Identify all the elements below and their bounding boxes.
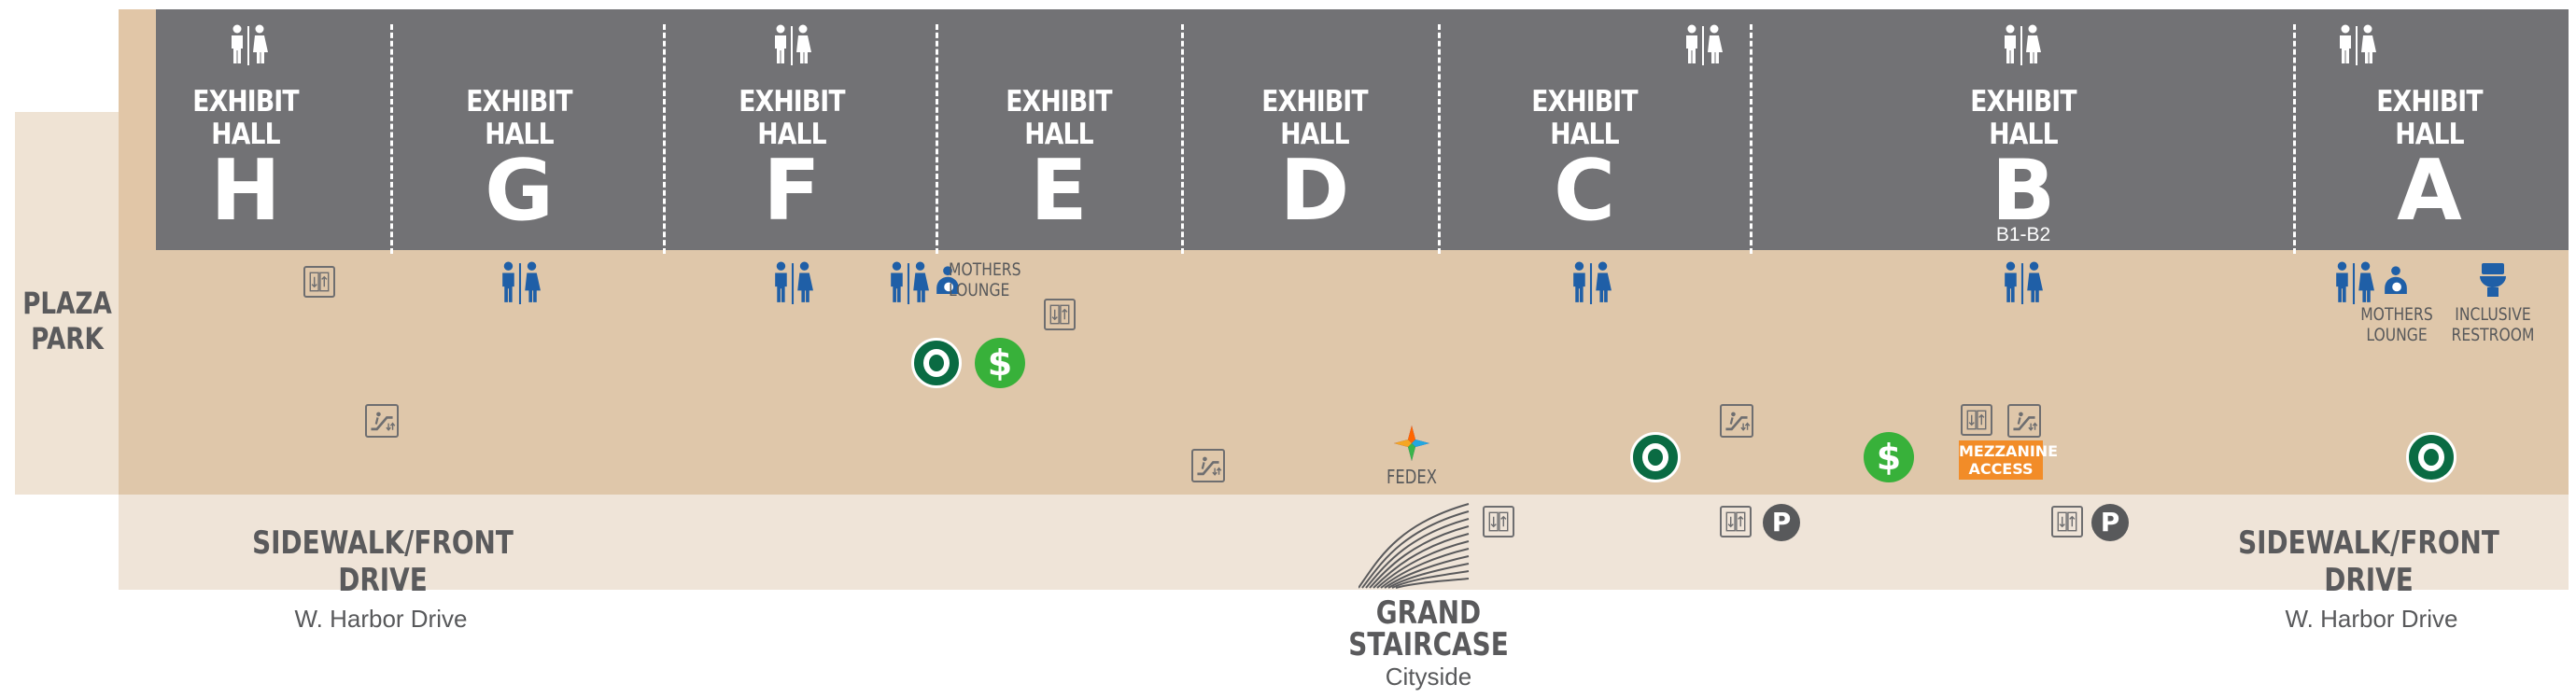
starbucks-icon[interactable] [2406, 432, 2456, 482]
hall-letter: E [1030, 142, 1088, 240]
restroom-icon[interactable] [2332, 261, 2375, 304]
restroom-icon[interactable] [2001, 261, 2044, 304]
elevator-icon[interactable] [303, 266, 335, 298]
sidewalk-label-right: SIDEWALK/FRONT DRIVE [2238, 524, 2499, 599]
fedex-icon[interactable] [1392, 424, 1431, 463]
nursing-icon[interactable] [2383, 265, 2409, 297]
restroom-icon[interactable] [771, 261, 814, 304]
grand-staircase-icon[interactable] [1358, 496, 1471, 590]
hall-divider [1438, 24, 1441, 254]
escalator-icon[interactable] [1720, 404, 1753, 438]
street-label-right: W. Harbor Drive [2285, 605, 2458, 633]
elevator-icon[interactable] [1044, 299, 1076, 330]
elevator-icon[interactable] [1961, 404, 1992, 436]
escalator-icon[interactable] [1191, 449, 1225, 482]
restroom-icon[interactable] [771, 24, 812, 65]
starbucks-icon[interactable] [1630, 432, 1681, 482]
hall-divider [1750, 24, 1753, 254]
plaza-label-line1: PLAZA [22, 286, 112, 321]
parking-icon[interactable]: P [2091, 504, 2129, 541]
parking-icon[interactable]: P [1763, 504, 1800, 541]
restroom-icon[interactable] [2001, 24, 2042, 65]
inclusive-restroom-icon[interactable] [2476, 261, 2510, 299]
cityside-label: Cityside [1385, 663, 1472, 691]
elevator-icon[interactable] [1483, 506, 1514, 537]
hall-letter: G [485, 142, 554, 240]
lobby-concourse [119, 250, 2569, 495]
sidewalk-label-left: SIDEWALK/FRONT DRIVE [252, 524, 514, 599]
plaza-park-label[interactable]: PLAZA PARK [19, 286, 117, 356]
hall-letter: D [1279, 142, 1350, 240]
restroom-icon[interactable] [1570, 261, 1612, 304]
restroom-icon[interactable] [2336, 24, 2377, 65]
elevator-icon[interactable] [1720, 506, 1752, 537]
escalator-icon[interactable] [365, 404, 399, 438]
restroom-icon[interactable] [1682, 24, 1724, 65]
escalator-icon[interactable] [2007, 404, 2041, 438]
hall-letter: B [1991, 142, 2056, 240]
restroom-icon[interactable] [499, 261, 542, 304]
plaza-park-band [15, 112, 120, 495]
sidewalk-front-drive [119, 495, 2569, 590]
hall-letter: F [763, 142, 821, 240]
hall-letter: C [1553, 142, 1616, 240]
street-label-left: W. Harbor Drive [294, 605, 468, 633]
hall-letter: H [210, 142, 281, 240]
hall-divider [390, 24, 393, 254]
restroom-icon[interactable] [887, 261, 930, 304]
hall-subtitle: B1-B2 [1995, 224, 2051, 245]
fedex-label: FEDEX [1386, 466, 1438, 488]
hall-divider [1181, 24, 1184, 254]
hall-divider [2293, 24, 2296, 254]
hall-divider [663, 24, 666, 254]
exhibit-halls-band [156, 9, 2569, 254]
atm-icon[interactable]: $ [1864, 432, 1914, 482]
plaza-label-line2: PARK [31, 321, 104, 356]
starbucks-icon[interactable] [911, 338, 962, 388]
atm-icon[interactable]: $ [975, 338, 1025, 388]
hall-divider [936, 24, 938, 254]
elevator-icon[interactable] [2051, 506, 2083, 537]
hall-letter: A [2397, 142, 2462, 240]
restroom-icon[interactable] [228, 24, 269, 65]
